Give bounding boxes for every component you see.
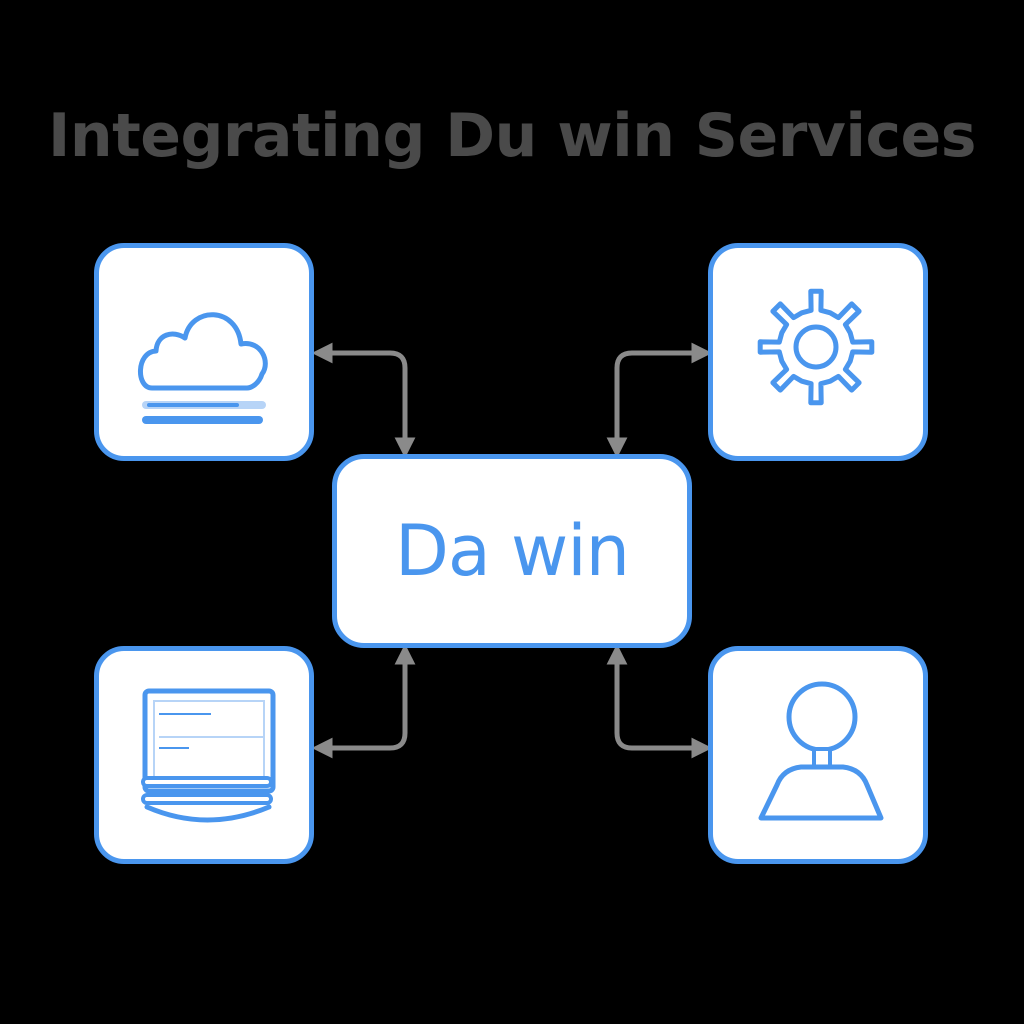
connector-hub-cloud (311, 342, 416, 459)
user-icon (758, 681, 884, 821)
cloud-icon (138, 312, 268, 424)
node-gear-services (708, 243, 928, 461)
hub-node: Da win (332, 454, 692, 648)
diagram-title: Integrating Du win Services (48, 101, 976, 171)
node-cloud-services (94, 243, 314, 461)
connector-hub-gear (606, 342, 713, 459)
connector-hub-monitor (311, 643, 416, 759)
gear-outline (757, 288, 875, 406)
node-user-services (708, 646, 928, 864)
connector-hub-user (606, 643, 713, 759)
monitor-icon (141, 688, 276, 823)
gear-icon (757, 288, 875, 406)
hub-label: Da win (394, 510, 630, 592)
node-monitor-services (94, 646, 314, 864)
